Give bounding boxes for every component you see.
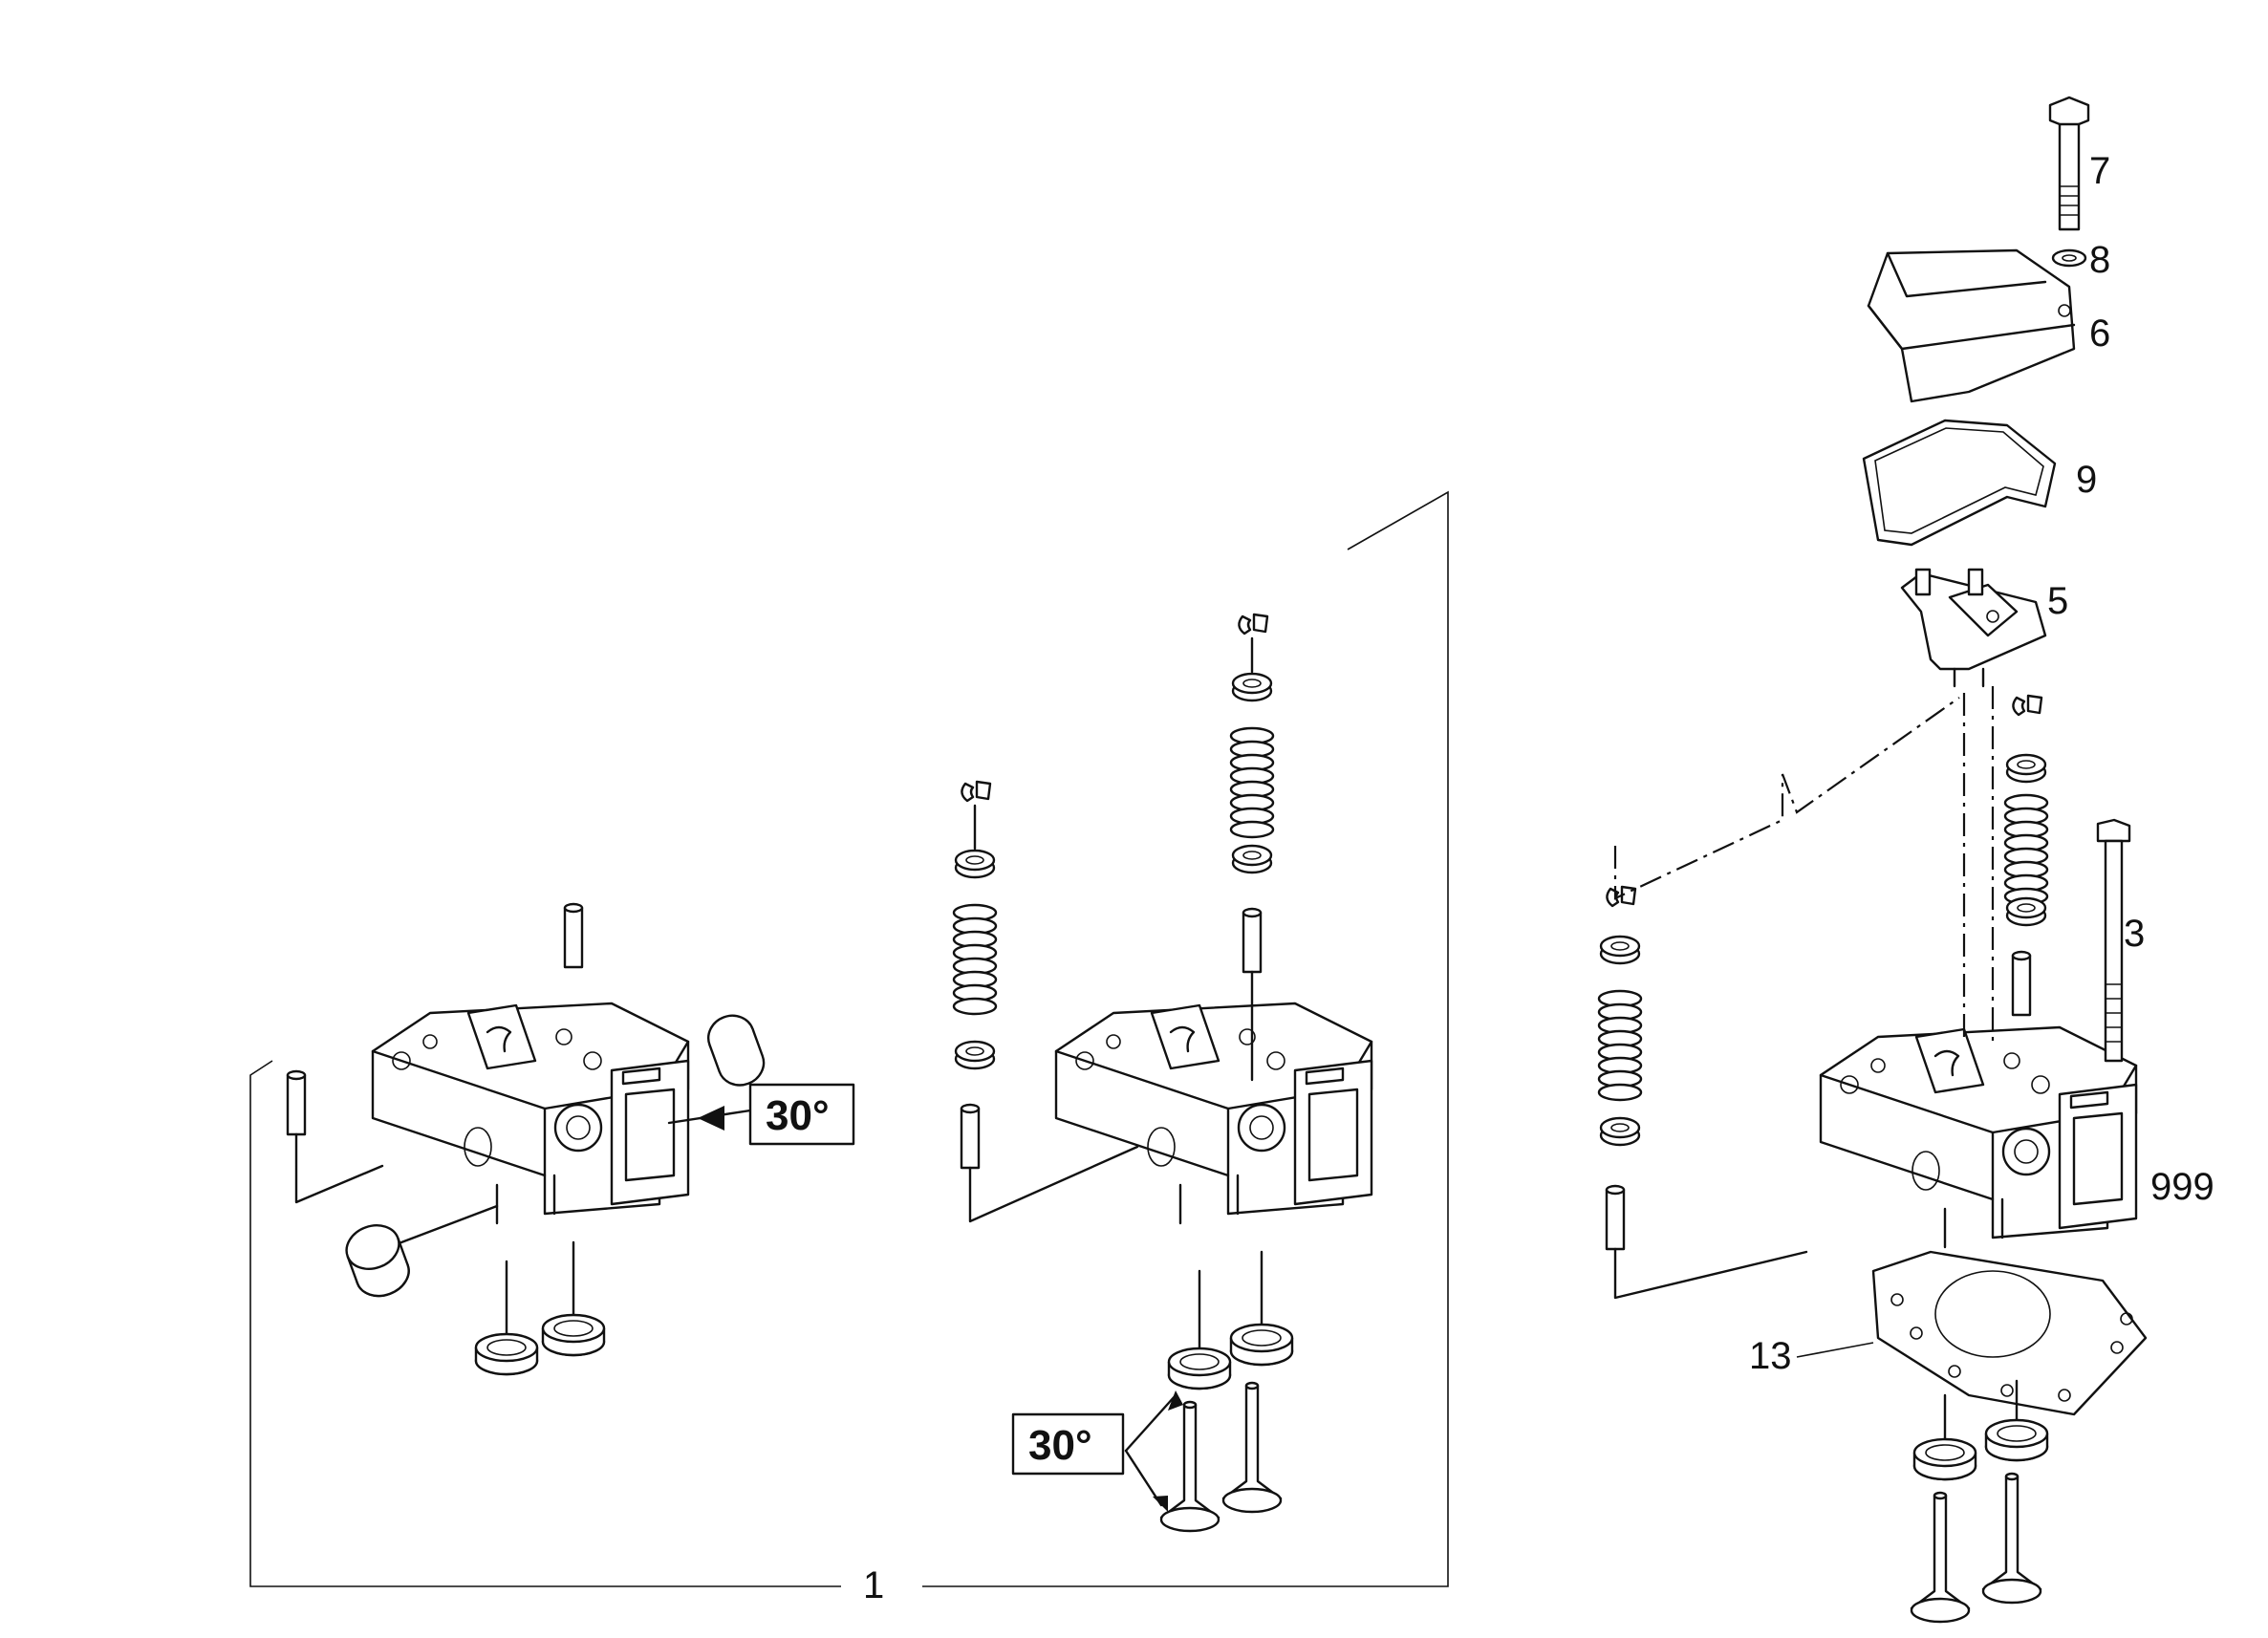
- middle-cylinder-head-assembly: 30°: [952, 613, 1373, 1533]
- washer-8: [2051, 248, 2087, 268]
- angle-box-left: [748, 1083, 855, 1146]
- bolt-3: [2096, 818, 2131, 1063]
- part-number-1: 1: [863, 1564, 884, 1606]
- part-number-5: 5: [2047, 580, 2068, 622]
- angle-label-left: 30°: [766, 1092, 830, 1139]
- part-number-7: 7: [2089, 150, 2110, 192]
- rocker-arm-5: [1900, 568, 2047, 688]
- left-cylinder-head-assembly: 30°: [286, 902, 855, 1376]
- part-number-9: 9: [2076, 459, 2097, 501]
- head-gasket-13: [1796, 1250, 2148, 1416]
- angle-label-middle: 30°: [1028, 1422, 1092, 1469]
- arrow-left-angle: [698, 1106, 724, 1131]
- bolt-7: [2048, 96, 2090, 231]
- gasket-9: [1862, 419, 2057, 547]
- part-number-13: 13: [1749, 1335, 1792, 1377]
- assembly-bracket-1: [249, 490, 1449, 1587]
- part-number-999: 999: [2150, 1166, 2214, 1208]
- angle-box-middle: [1011, 1412, 1125, 1476]
- valve-cover-6: [1867, 248, 2076, 403]
- part-number-6: 6: [2089, 313, 2110, 355]
- right-cylinder-head-assembly: [1597, 96, 2148, 1624]
- part-number-3: 3: [2124, 913, 2145, 955]
- part-number-8: 8: [2089, 239, 2110, 281]
